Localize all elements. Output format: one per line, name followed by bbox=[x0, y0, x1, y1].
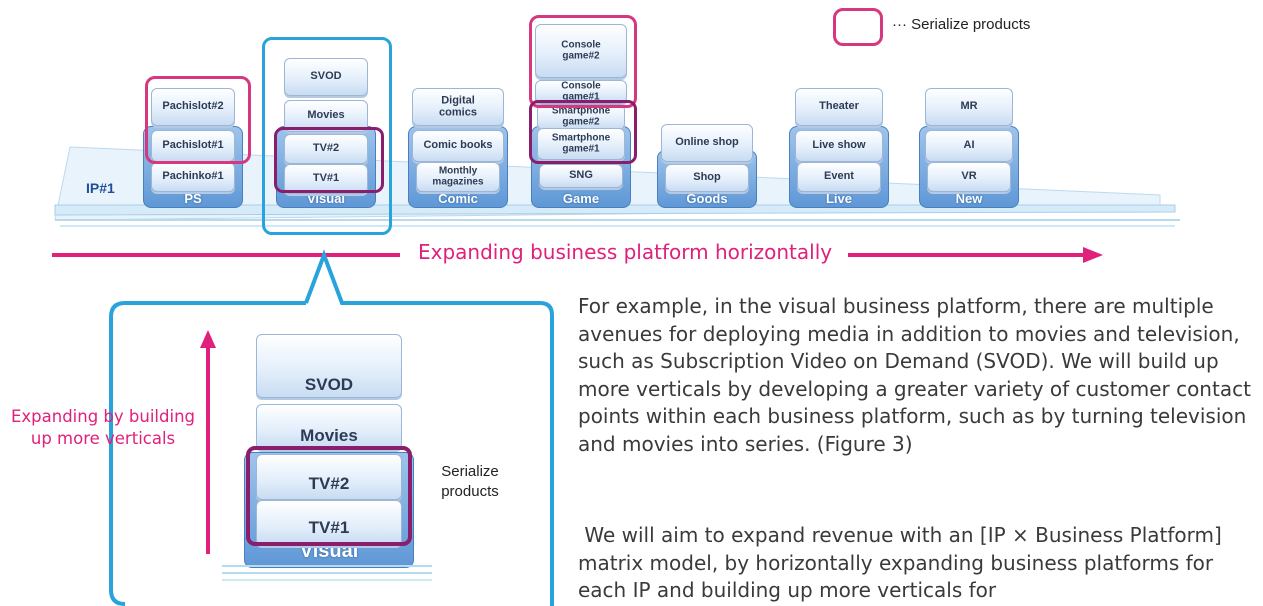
platform-label-comic: Comic bbox=[438, 191, 478, 206]
block-shop: Shop bbox=[665, 164, 749, 192]
block-pachinko-1: Pachinko#1 bbox=[151, 162, 235, 192]
block-ai: AI bbox=[925, 130, 1013, 162]
block-label: TV#1 bbox=[308, 518, 350, 538]
detail-stack-visual: Visual SVOD Movies TV#2 TV#1 bbox=[244, 332, 414, 568]
platform-ps: PS Pachislot#2 Pachislot#1 Pachinko#1 bbox=[143, 86, 243, 208]
block-label: SVOD bbox=[304, 374, 354, 394]
block-label: Theater bbox=[819, 100, 859, 113]
platform-label-ps: PS bbox=[184, 191, 202, 206]
platform-comic: Comic Digital comics Comic books Monthly… bbox=[408, 86, 508, 208]
block-label: Console game#2 bbox=[561, 39, 601, 61]
serialize-box-ps bbox=[145, 76, 251, 164]
serialize-box-game bbox=[529, 15, 637, 108]
block-event: Event bbox=[797, 162, 881, 192]
legend-swatch bbox=[833, 8, 883, 46]
block-label: SVOD bbox=[310, 70, 342, 83]
block-monthly-magazines: Monthly magazines bbox=[416, 162, 500, 192]
block-label: Pachinko#1 bbox=[162, 170, 224, 183]
block-label: Pachislot#2 bbox=[162, 100, 224, 113]
block-console-game-2: Console game#2 bbox=[535, 24, 627, 78]
block-label: Event bbox=[824, 170, 854, 183]
block-label: Movies bbox=[307, 109, 345, 122]
block-live-show: Live show bbox=[795, 130, 883, 162]
block-label: TV#2 bbox=[308, 473, 350, 493]
visual-highlight-box bbox=[262, 37, 392, 235]
block-mr: MR bbox=[925, 88, 1013, 126]
platform-label-game: Game bbox=[562, 191, 600, 206]
detail-block-tv-2: TV#2 bbox=[256, 454, 402, 500]
block-online-shop: Online shop bbox=[661, 124, 753, 162]
serialize-box-game-smartphone bbox=[529, 100, 637, 164]
detail-serialize-label: Serialize products bbox=[441, 463, 499, 500]
platform-visual: Visual SVOD Movies TV#2 TV#1 bbox=[276, 56, 376, 208]
block-label: Online shop bbox=[675, 136, 739, 149]
body-paragraph-2: We will aim to expand revenue with an [I… bbox=[578, 523, 1229, 602]
block-tv-2: TV#2 bbox=[284, 134, 368, 164]
block-svod: SVOD bbox=[284, 58, 368, 96]
detail-block-svod: SVOD bbox=[256, 334, 402, 398]
block-movies: Movies bbox=[284, 100, 368, 132]
ip-label: IP#1 bbox=[86, 180, 115, 196]
block-label: Console game#1 bbox=[561, 80, 601, 102]
detail-base-lines bbox=[222, 565, 432, 581]
block-label: Smartphone game#1 bbox=[551, 132, 611, 154]
block-label: Pachislot#1 bbox=[162, 139, 224, 152]
block-label: TV#2 bbox=[312, 142, 340, 155]
detail-block-tv-1: TV#1 bbox=[256, 500, 402, 546]
platform-goods: Goods Online shop Shop bbox=[657, 122, 757, 208]
horizontal-arrow-label: Expanding business platform horizontally bbox=[418, 240, 833, 264]
block-sng: SNG bbox=[539, 164, 623, 188]
vertical-arrow-label: Expanding by building up more verticals bbox=[10, 407, 196, 448]
block-comic-books: Comic books bbox=[412, 130, 504, 162]
platform-label-new: New bbox=[955, 191, 983, 206]
block-label: Shop bbox=[693, 171, 721, 184]
block-smartphone-game-1: Smartphone game#1 bbox=[537, 128, 625, 160]
block-pachislot-2: Pachislot#2 bbox=[151, 88, 235, 126]
detail-serialize-box bbox=[246, 446, 412, 546]
block-digital-comics: Digital comics bbox=[412, 88, 504, 126]
block-label: Live show bbox=[812, 139, 866, 152]
block-label: TV#1 bbox=[312, 172, 340, 185]
platform-label-visual: Visual bbox=[306, 191, 346, 206]
block-label: Digital comics bbox=[439, 94, 477, 118]
block-label: Movies bbox=[300, 425, 358, 445]
block-label: Comic books bbox=[423, 139, 493, 152]
block-label: MR bbox=[960, 100, 978, 113]
platform-label-live: Live bbox=[825, 191, 852, 206]
block-vr: VR bbox=[927, 162, 1011, 192]
block-label: Monthly magazines bbox=[432, 165, 484, 187]
platform-new: New MR AI VR bbox=[919, 86, 1019, 208]
block-label: SNG bbox=[569, 169, 593, 182]
detail-block-movies: Movies bbox=[256, 404, 402, 450]
block-label: Smartphone game#2 bbox=[551, 105, 611, 127]
body-paragraph-1: For example, in the visual business plat… bbox=[578, 294, 1251, 456]
block-label: VR bbox=[961, 170, 977, 183]
horizontal-arrow bbox=[52, 247, 1103, 263]
block-label: AI bbox=[963, 139, 975, 152]
block-tv-1: TV#1 bbox=[284, 164, 368, 194]
serialize-box-visual bbox=[274, 127, 384, 193]
block-theater: Theater bbox=[795, 88, 883, 126]
platform-label-goods: Goods bbox=[686, 191, 728, 206]
platform-live: Live Theater Live show Event bbox=[789, 86, 889, 208]
vertical-arrow bbox=[200, 330, 216, 554]
legend-label: ··· Serialize products bbox=[892, 16, 1031, 33]
